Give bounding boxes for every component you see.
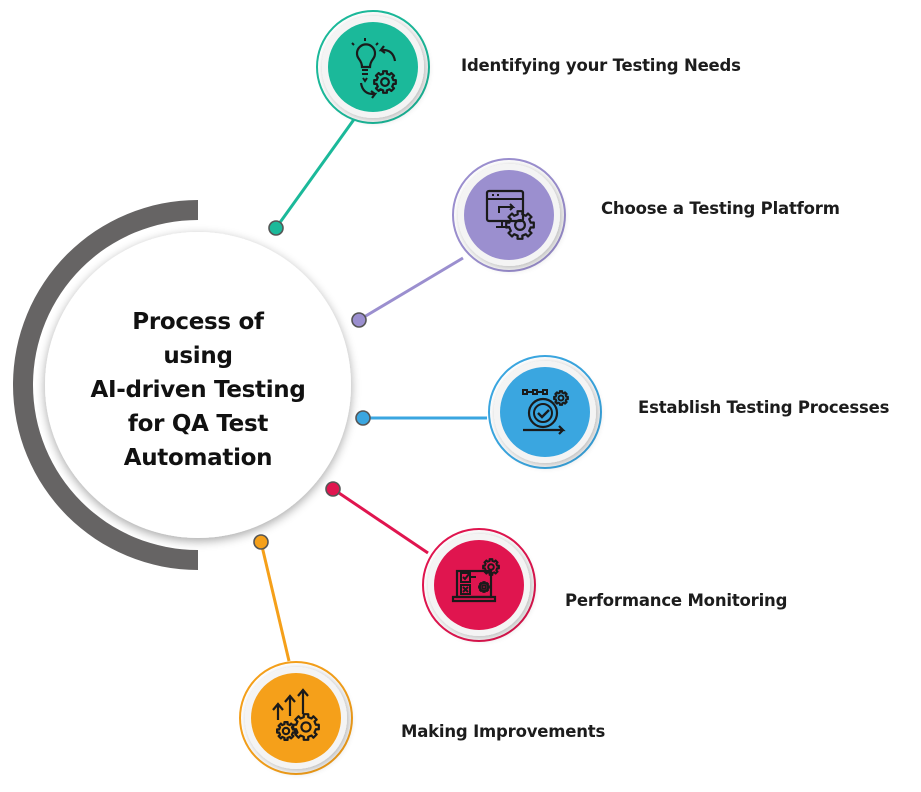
title-line: using <box>163 343 233 369</box>
step-node-identifying-your-testing-needs <box>316 10 430 124</box>
connector-dot-establish-testing-processes <box>355 410 371 426</box>
connector-line-making-improvements <box>259 541 291 662</box>
diagram-title: Process of using AI-driven Testing for Q… <box>48 305 348 475</box>
step-node-choose-a-testing-platform <box>452 158 566 272</box>
step-badge <box>434 540 524 630</box>
connector-line-performance-monitoring <box>332 487 429 555</box>
connector-dot-choose-a-testing-platform <box>351 312 367 328</box>
step-node-performance-monitoring <box>422 528 536 642</box>
gear-shape <box>292 713 320 741</box>
connector-dot-making-improvements <box>253 534 269 550</box>
process-check-icon <box>522 389 569 435</box>
step-node-making-improvements <box>239 661 353 775</box>
step-label-making-improvements: Making Improvements <box>401 722 606 741</box>
step-label-performance-monitoring: Performance Monitoring <box>565 591 788 610</box>
gear-shape <box>553 390 569 406</box>
title-line: Automation <box>123 445 273 471</box>
step-node-establish-testing-processes <box>488 355 602 469</box>
step-label-choose-platform: Choose a Testing Platform <box>601 199 840 218</box>
gear-shape <box>482 558 500 576</box>
title-line: AI-driven Testing <box>90 377 306 403</box>
title-line: Process of <box>132 309 264 335</box>
decorative-arc <box>13 200 198 570</box>
monitor-gear-icon <box>485 189 535 240</box>
connector-dot-identifying-your-testing-needs <box>268 220 284 236</box>
connector-dot-performance-monitoring <box>325 481 341 497</box>
step-badge <box>500 367 590 457</box>
gear-shape <box>478 581 490 593</box>
gear-shape <box>373 70 397 94</box>
step-badge <box>328 22 418 112</box>
lightbulb-gear-icon <box>351 38 397 99</box>
arrows-gears-icon <box>272 688 320 741</box>
laptop-checklist-icon <box>451 558 500 603</box>
gear-shape <box>276 721 296 741</box>
title-line: for QA Test <box>127 411 269 437</box>
step-label-establish-processes: Establish Testing Processes <box>638 398 890 417</box>
gear-shape <box>505 210 535 240</box>
connector-line-choose-a-testing-platform <box>358 256 464 322</box>
connector-line-identifying-your-testing-needs <box>274 117 357 229</box>
step-label-identifying-needs: Identifying your Testing Needs <box>461 56 741 75</box>
center-circle <box>45 232 351 538</box>
